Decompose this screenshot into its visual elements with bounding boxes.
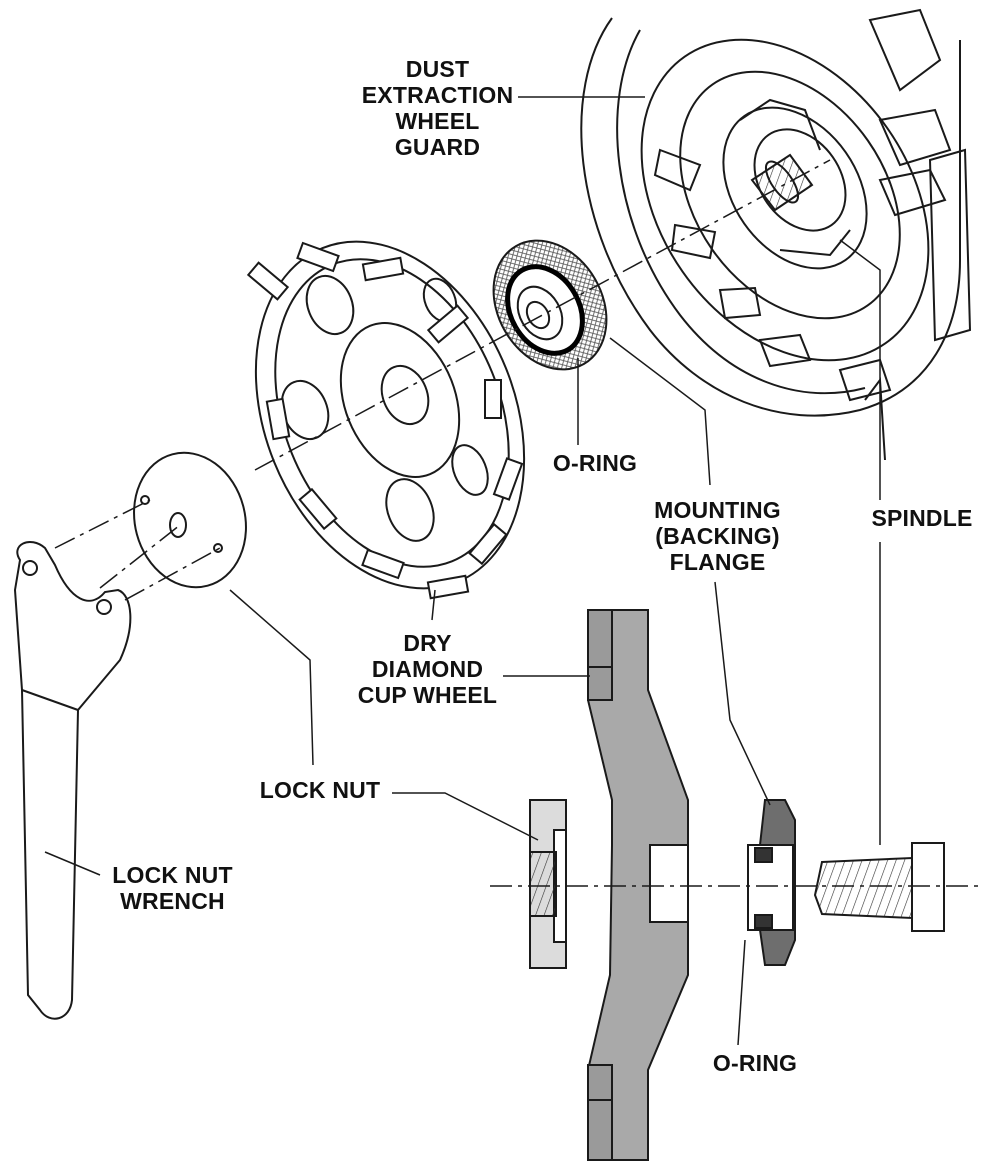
label-line: CUP WHEEL bbox=[357, 682, 498, 708]
label-dust-extraction-wheel-guard: DUST EXTRACTION WHEEL GUARD bbox=[355, 56, 520, 160]
label-line: DRY bbox=[403, 630, 452, 656]
label-line: WRENCH bbox=[120, 888, 225, 914]
label-line: WHEEL bbox=[395, 108, 480, 134]
label-line: SPINDLE bbox=[871, 505, 973, 531]
label-line: O-RING bbox=[552, 450, 638, 476]
label-line: (BACKING) bbox=[655, 523, 780, 549]
diamond-cup-wheel bbox=[246, 240, 526, 600]
label-dry-diamond-cup-wheel: DRY DIAMOND CUP WHEEL bbox=[345, 630, 510, 708]
label-o-ring-top: O-RING bbox=[540, 450, 650, 476]
label-o-ring-bottom: O-RING bbox=[700, 1050, 810, 1076]
label-line: LOCK NUT bbox=[259, 777, 381, 803]
label-line: EXTRACTION bbox=[361, 82, 514, 108]
label-line: GUARD bbox=[394, 134, 481, 160]
wheel-guard bbox=[580, 8, 972, 461]
lock-nut-top bbox=[133, 451, 247, 589]
label-line: MOUNTING bbox=[654, 497, 781, 523]
axis-line-top bbox=[54, 159, 831, 601]
label-line: O-RING bbox=[712, 1050, 798, 1076]
leader-lines bbox=[44, 96, 881, 1046]
mounting-flange-top bbox=[492, 239, 608, 371]
label-mounting-backing-flange: MOUNTING (BACKING) FLANGE bbox=[650, 497, 785, 575]
label-line: DUST bbox=[405, 56, 470, 82]
spindle-top bbox=[750, 153, 814, 212]
label-spindle: SPINDLE bbox=[862, 505, 982, 531]
lock-nut-wrench bbox=[13, 541, 132, 1020]
label-line: DIAMOND bbox=[371, 656, 484, 682]
label-lock-nut-wrench: LOCK NUT WRENCH bbox=[100, 862, 245, 914]
label-lock-nut: LOCK NUT bbox=[250, 777, 390, 803]
cross-section bbox=[529, 609, 945, 1161]
label-line: FLANGE bbox=[669, 549, 766, 575]
label-line: LOCK NUT bbox=[112, 862, 233, 888]
